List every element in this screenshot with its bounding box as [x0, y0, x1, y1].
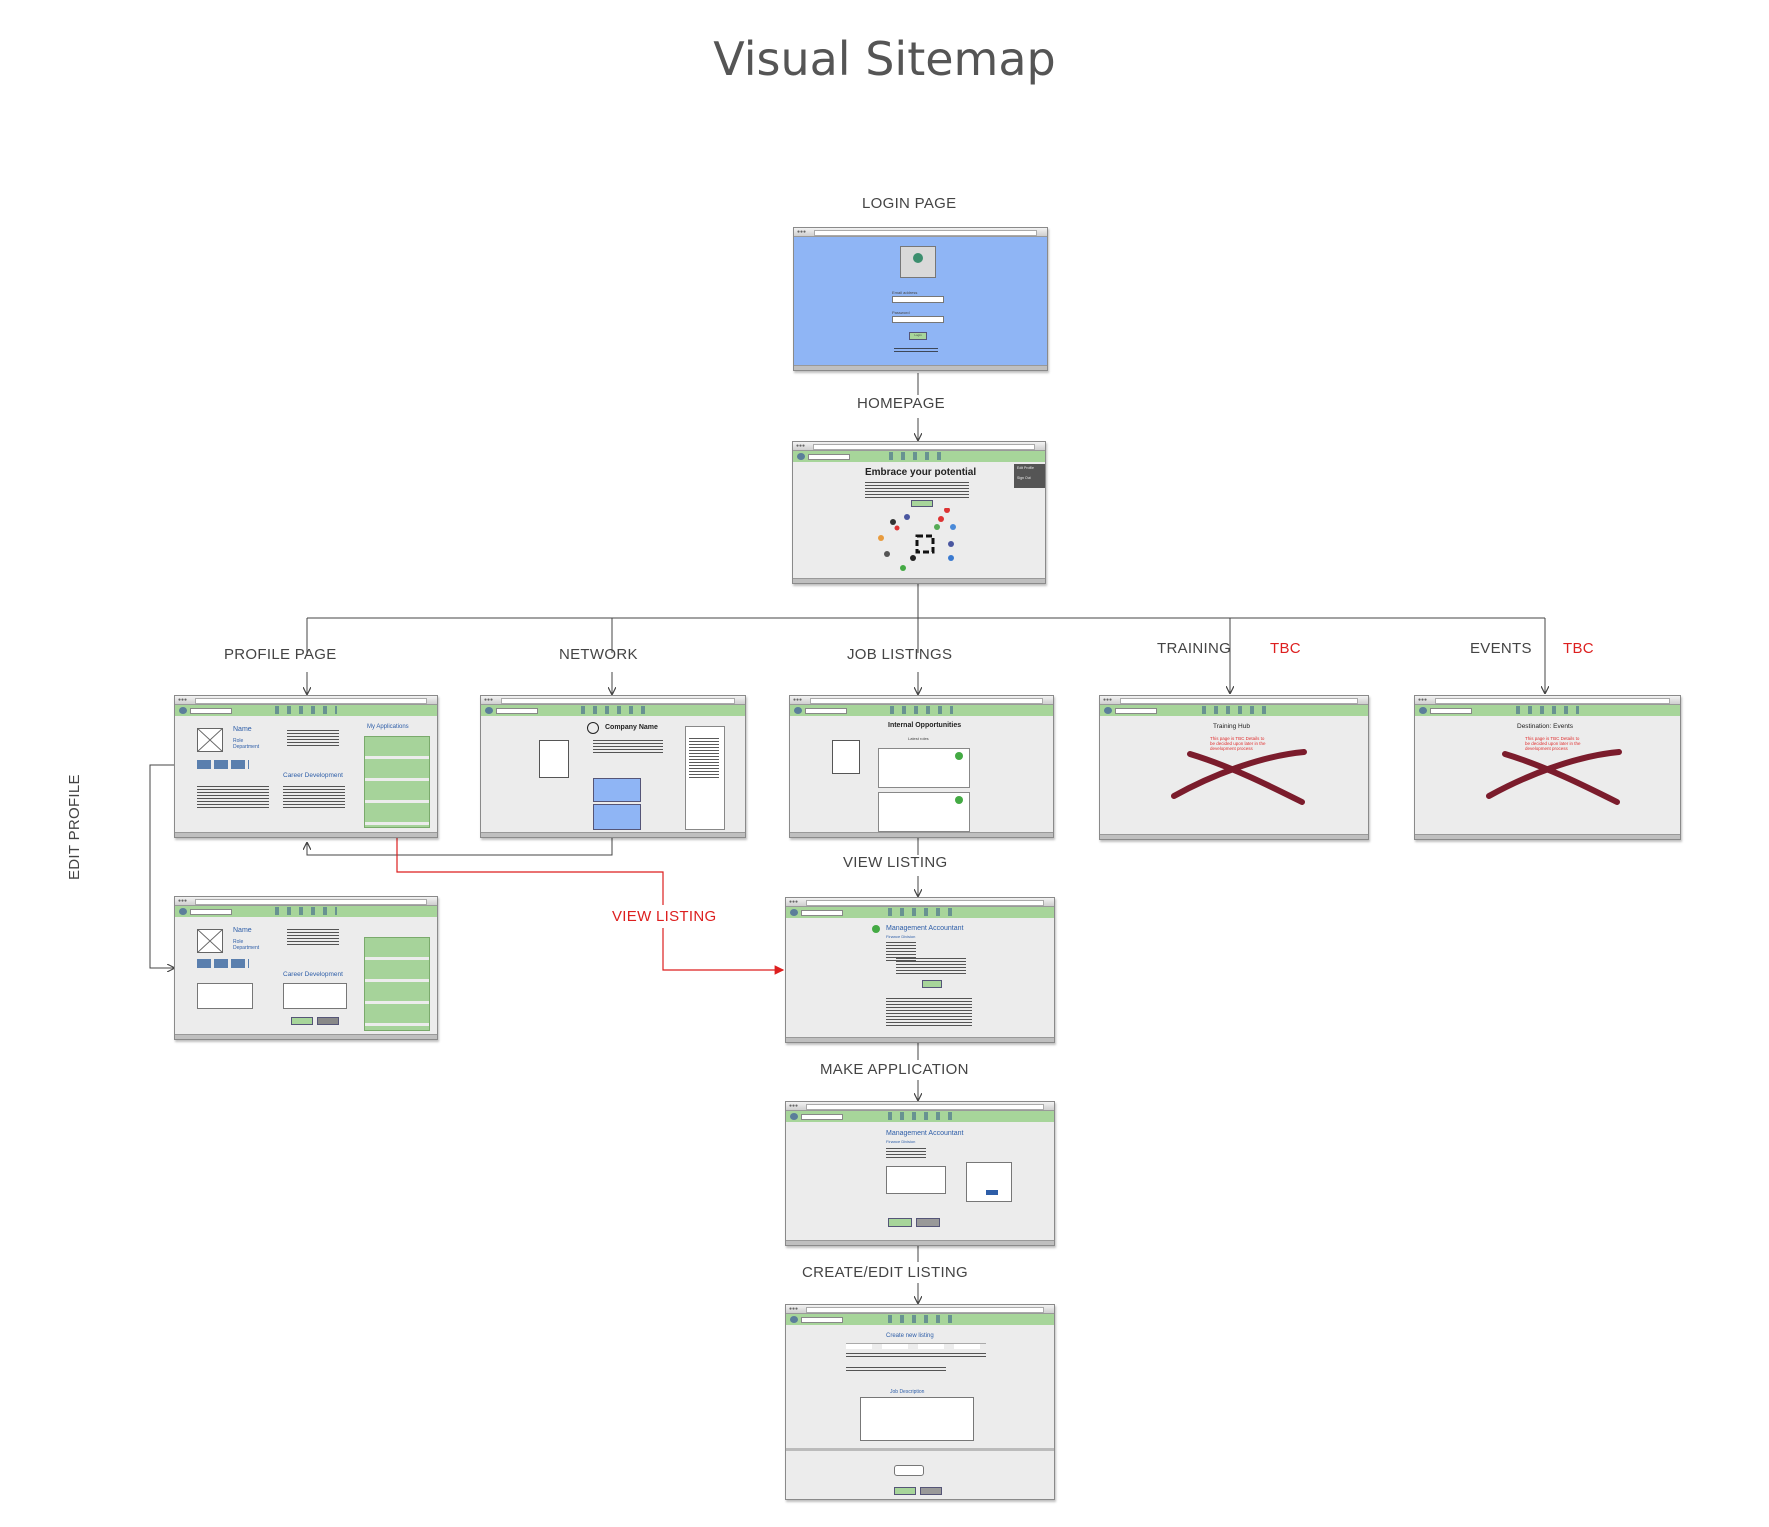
- training-wireframe: ●●● Training Hub This page is TBC Detail…: [1099, 695, 1369, 840]
- logo-box: [900, 246, 936, 278]
- tbc-cross: [1486, 749, 1622, 805]
- make-application-wireframe: ●●● Management Accountant Finance Divisi…: [785, 1101, 1055, 1246]
- homepage-headline: Embrace your potential: [865, 467, 977, 478]
- label-view-listing: VIEW LISTING: [843, 854, 948, 871]
- label-job-listings: JOB LISTINGS: [847, 646, 953, 663]
- label-create-edit-listing: CREATE/EDIT LISTING: [802, 1264, 969, 1281]
- label-training: TRAINING: [1157, 640, 1232, 657]
- label-profile-page: PROFILE PAGE: [224, 646, 337, 663]
- label-events: EVENTS: [1470, 640, 1532, 657]
- email-field: [892, 296, 944, 303]
- label-login-page: LOGIN PAGE: [862, 195, 957, 212]
- login-page-wireframe: ●●● Email address Password Login: [793, 227, 1048, 371]
- job-listings-wireframe: ●●● Internal Opportunities Latest roles: [789, 695, 1054, 838]
- page-title: Visual Sitemap: [713, 32, 1056, 86]
- icon-cloud: [878, 508, 956, 571]
- label-events-tbc: TBC: [1563, 640, 1594, 657]
- password-field: [892, 316, 944, 323]
- user-menu-dropdown: Edit Profile Sign Out: [1014, 464, 1045, 488]
- create-listing-wireframe: ●●● Create new listing Job Description: [785, 1304, 1055, 1500]
- label-edit-profile: EDIT PROFILE: [66, 774, 83, 880]
- profile-page-wireframe: ●●● Name Role Department Career Developm…: [174, 695, 438, 838]
- login-button: Login: [909, 332, 927, 340]
- homepage-wireframe: ●●● Embrace your potential Edit Profile …: [792, 441, 1046, 584]
- tbc-cross: [1171, 749, 1307, 805]
- profile-photo-placeholder: [197, 929, 223, 953]
- profile-photo-placeholder: [197, 728, 223, 752]
- network-wireframe: ●●● Company Name: [480, 695, 746, 838]
- label-network: NETWORK: [559, 646, 638, 663]
- view-listing-wireframe: ●●● Management Accountant Finance Divisi…: [785, 897, 1055, 1043]
- label-make-application: MAKE APPLICATION: [820, 1061, 969, 1078]
- label-view-listing-red: VIEW LISTING: [612, 908, 717, 925]
- label-training-tbc: TBC: [1270, 640, 1301, 657]
- label-homepage: HOMEPAGE: [857, 395, 945, 412]
- events-wireframe: ●●● Destination: Events This page is TBC…: [1414, 695, 1681, 840]
- edit-profile-wireframe: ●●● Name Role Department Career Developm…: [174, 896, 438, 1040]
